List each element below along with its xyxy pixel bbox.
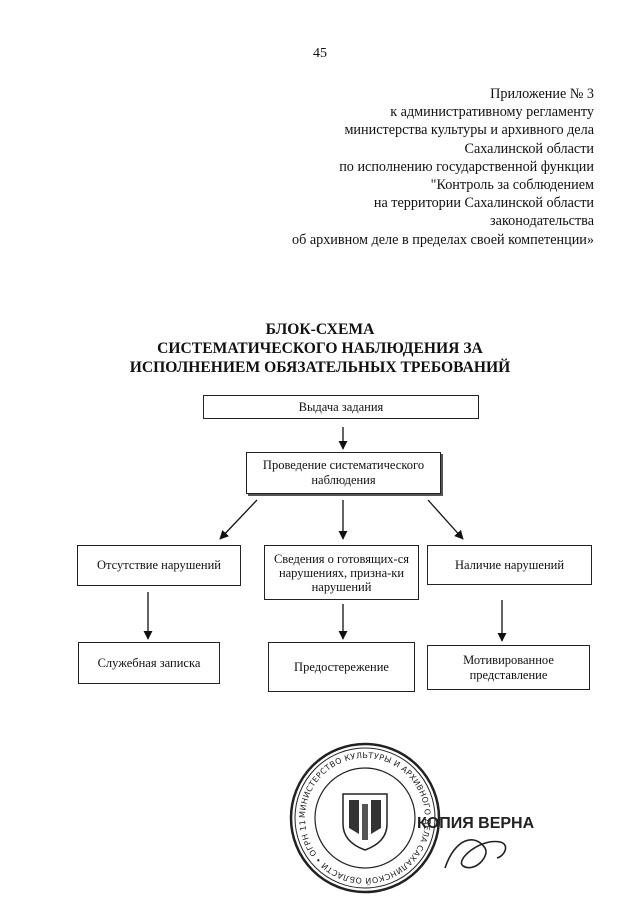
box-warning: Предостережение (268, 642, 415, 692)
appendix-line: Приложение № 3 (490, 86, 594, 102)
appendix-line: к административному регламенту (390, 104, 594, 121)
box-preparing-violations: Сведения о готовящих-ся нарушениях, приз… (264, 545, 419, 600)
box-violations-present: Наличие нарушений (427, 545, 592, 585)
appendix-line: об архивном деле в пределах своей компет… (291, 231, 594, 248)
box-motivated-submission: Мотивированное представление (427, 645, 590, 690)
appendix-line: на территории Сахалинской области (373, 195, 594, 212)
appendix-line: "Контроль за соблюдением (430, 177, 594, 194)
official-seal-stamp: МИНИСТЕРСТВО КУЛЬТУРЫ И АРХИВНОГО ДЕЛА С… (285, 738, 535, 894)
title-line: БЛОК-СХЕМА (265, 321, 375, 338)
box-label: Выдача задания (298, 399, 384, 414)
box-label: Проведение систематического наблюдения (262, 458, 425, 487)
appendix-line: по исполнению государственной функции (339, 158, 594, 175)
coat-of-arms-icon (342, 793, 388, 851)
title-line: ИСПОЛНЕНИЕМ ОБЯЗАТЕЛЬНЫХ ТРЕБОВАНИЙ (129, 359, 511, 376)
appendix-header: Приложение № 3 к административному регла… (194, 85, 594, 249)
box-label: Наличие нарушений (454, 557, 565, 572)
copy-verified-label: КОПИЯ ВЕРНА (417, 815, 535, 832)
box-label: Предостережение (294, 659, 389, 674)
box-label: Отсутствие нарушений (97, 558, 221, 572)
box-label: Служебная записка (97, 655, 201, 670)
arrow-observation-to-no-violations (219, 499, 258, 540)
box-label: Сведения о готовящих-ся нарушениях, приз… (273, 551, 410, 594)
box-label: Мотивированное представление (463, 652, 554, 682)
box-task-issuance: Выдача задания (203, 395, 479, 419)
title-line: СИСТЕМАТИЧЕСКОГО НАБЛЮДЕНИЯ ЗА (157, 340, 483, 357)
box-no-violations: Отсутствие нарушений (77, 545, 241, 586)
box-service-note: Служебная записка (78, 642, 220, 684)
appendix-line: законодательства (490, 213, 594, 230)
arrow-observation-to-violations (427, 499, 464, 540)
box-systematic-observation: Проведение систематического наблюдения (246, 452, 441, 494)
page-number: 45 (313, 46, 327, 61)
appendix-line: министерства культуры и архивного дела (344, 122, 594, 139)
signature (444, 839, 507, 869)
appendix-line: Сахалинской области (464, 140, 594, 157)
diagram-title: БЛОК-СХЕМА СИСТЕМАТИЧЕСКОГО НАБЛЮДЕНИЯ З… (0, 320, 640, 377)
